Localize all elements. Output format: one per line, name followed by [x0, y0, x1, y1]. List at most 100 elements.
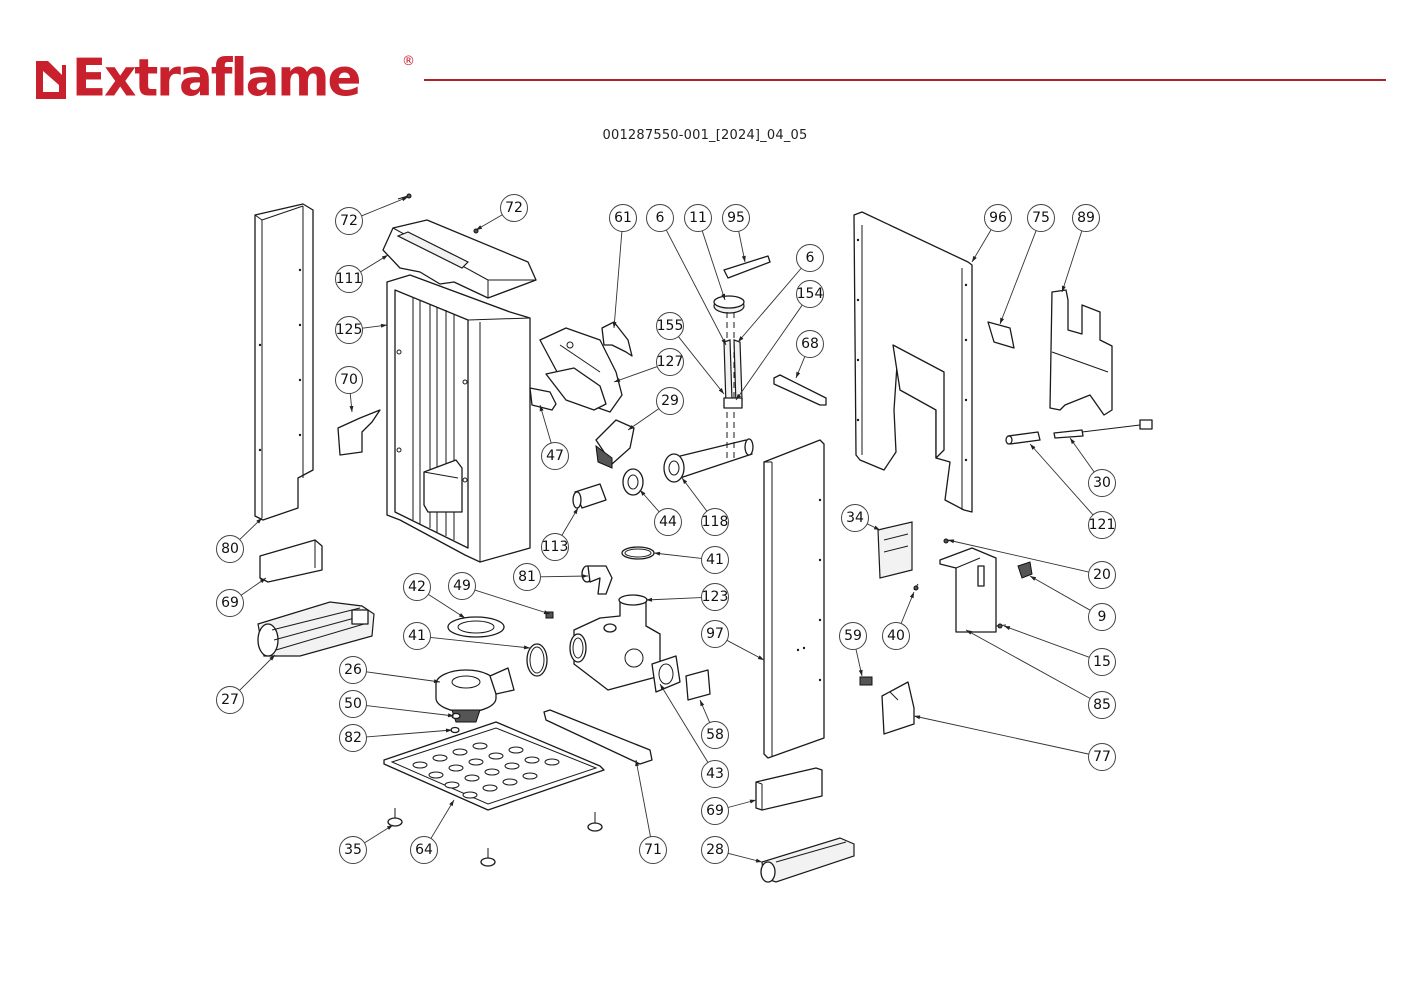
- leader-line: [999, 230, 1037, 325]
- part-clip-49: [545, 611, 554, 619]
- leader-line: [1069, 437, 1095, 473]
- leader-arrowhead: [1000, 317, 1005, 324]
- leader-arrowhead: [966, 630, 973, 635]
- leader-line: [659, 683, 709, 763]
- part-cover-plate-58: [685, 669, 711, 701]
- leader-line: [665, 229, 727, 346]
- leader-line: [613, 231, 623, 329]
- part-box-cover-right: [755, 767, 823, 811]
- part-burner-bracket: [539, 327, 623, 413]
- registered-mark: ®: [402, 54, 415, 69]
- part-small-fittings: [913, 538, 1033, 629]
- callout-circle: [701, 620, 729, 648]
- part-flue-pipe: [663, 438, 754, 483]
- leader-arrowhead: [401, 197, 408, 202]
- callout-6: 6: [796, 244, 824, 272]
- leader-arrowhead: [614, 378, 621, 382]
- part-rear-panel: [853, 211, 973, 513]
- leader-arrowhead: [635, 760, 640, 767]
- callout-28: 28: [701, 836, 729, 864]
- leader-line: [913, 715, 1089, 755]
- leader-line: [965, 629, 1091, 699]
- callout-97: 97: [701, 620, 729, 648]
- callout-circle: [1088, 561, 1116, 589]
- extraflame-logo-mark-icon: [36, 61, 66, 99]
- leader-line: [474, 589, 551, 615]
- callout-circle: [1072, 204, 1100, 232]
- callout-circle: [1027, 204, 1055, 232]
- callout-label: 59: [844, 628, 862, 644]
- callout-15: 15: [1088, 648, 1116, 676]
- callout-6: 6: [646, 204, 674, 232]
- callout-80: 80: [216, 535, 244, 563]
- callout-72: 72: [500, 194, 528, 222]
- leader-line: [430, 636, 531, 649]
- leader-arrowhead: [1004, 626, 1011, 630]
- callout-26: 26: [339, 656, 367, 684]
- part-mounting-bracket: [939, 547, 997, 633]
- callout-label: 82: [344, 730, 362, 746]
- callout-label: 26: [344, 662, 362, 678]
- part-box-cover-left: [259, 539, 323, 583]
- callout-58: 58: [701, 721, 729, 749]
- leader-arrowhead: [749, 799, 756, 804]
- leader-arrowhead: [543, 610, 550, 615]
- callout-125: 125: [335, 316, 363, 344]
- leader-arrowhead: [718, 388, 724, 394]
- callout-20: 20: [1088, 561, 1116, 589]
- callout-label: 64: [415, 842, 433, 858]
- leader-arrowhead: [256, 518, 262, 524]
- leader-line: [361, 196, 409, 217]
- callout-circle: [609, 204, 637, 232]
- callout-77: 77: [1088, 743, 1116, 771]
- part-probes: [723, 312, 743, 460]
- part-base-rail: [543, 709, 653, 765]
- callout-72: 72: [335, 207, 363, 235]
- callout-circle: [701, 797, 729, 825]
- callout-circle: [656, 312, 684, 340]
- leader-line: [735, 304, 803, 401]
- callout-circle: [1088, 469, 1116, 497]
- leader-arrowhead: [447, 713, 454, 718]
- callout-label: 96: [989, 210, 1007, 226]
- part-tangential-fan-left: [257, 601, 375, 657]
- leader-arrowhead: [349, 405, 354, 412]
- callout-label: 155: [657, 318, 684, 334]
- callout-label: 85: [1093, 697, 1111, 713]
- callout-118: 118: [701, 508, 729, 536]
- callout-42: 42: [403, 573, 431, 601]
- callout-label: 42: [408, 579, 426, 595]
- leader-arrowhead: [721, 338, 726, 345]
- part-control-board: [877, 521, 913, 579]
- callout-30: 30: [1088, 469, 1116, 497]
- callout-circle: [1088, 648, 1116, 676]
- callout-label: 29: [661, 393, 679, 409]
- part-gasket-41a: [621, 546, 655, 560]
- leader-arrowhead: [386, 825, 393, 830]
- leader-line: [428, 593, 466, 619]
- part-gasket-ring: [622, 468, 644, 496]
- callout-64: 64: [410, 836, 438, 864]
- leader-arrowhead: [796, 371, 801, 378]
- leader-arrowhead: [858, 669, 863, 676]
- leader-arrowhead: [682, 478, 688, 484]
- callout-59: 59: [839, 622, 867, 650]
- leader-arrowhead: [269, 655, 275, 661]
- part-gasket-42: [447, 616, 505, 638]
- callout-85: 85: [1088, 691, 1116, 719]
- callout-123: 123: [701, 583, 729, 611]
- part-smoke-box: [569, 594, 661, 691]
- callout-96: 96: [984, 204, 1012, 232]
- callout-circle: [335, 366, 363, 394]
- leader-line: [540, 575, 589, 578]
- part-extraction-fan: [435, 667, 515, 723]
- leader-arrowhead: [654, 551, 661, 556]
- part-ring-41b: [526, 643, 548, 677]
- header-rule: [424, 79, 1386, 81]
- callout-circle: [216, 535, 244, 563]
- callout-label: 81: [518, 569, 536, 585]
- callout-circle: [656, 387, 684, 415]
- callout-label: 15: [1093, 654, 1111, 670]
- callout-label: 50: [344, 696, 362, 712]
- callout-circle: [335, 316, 363, 344]
